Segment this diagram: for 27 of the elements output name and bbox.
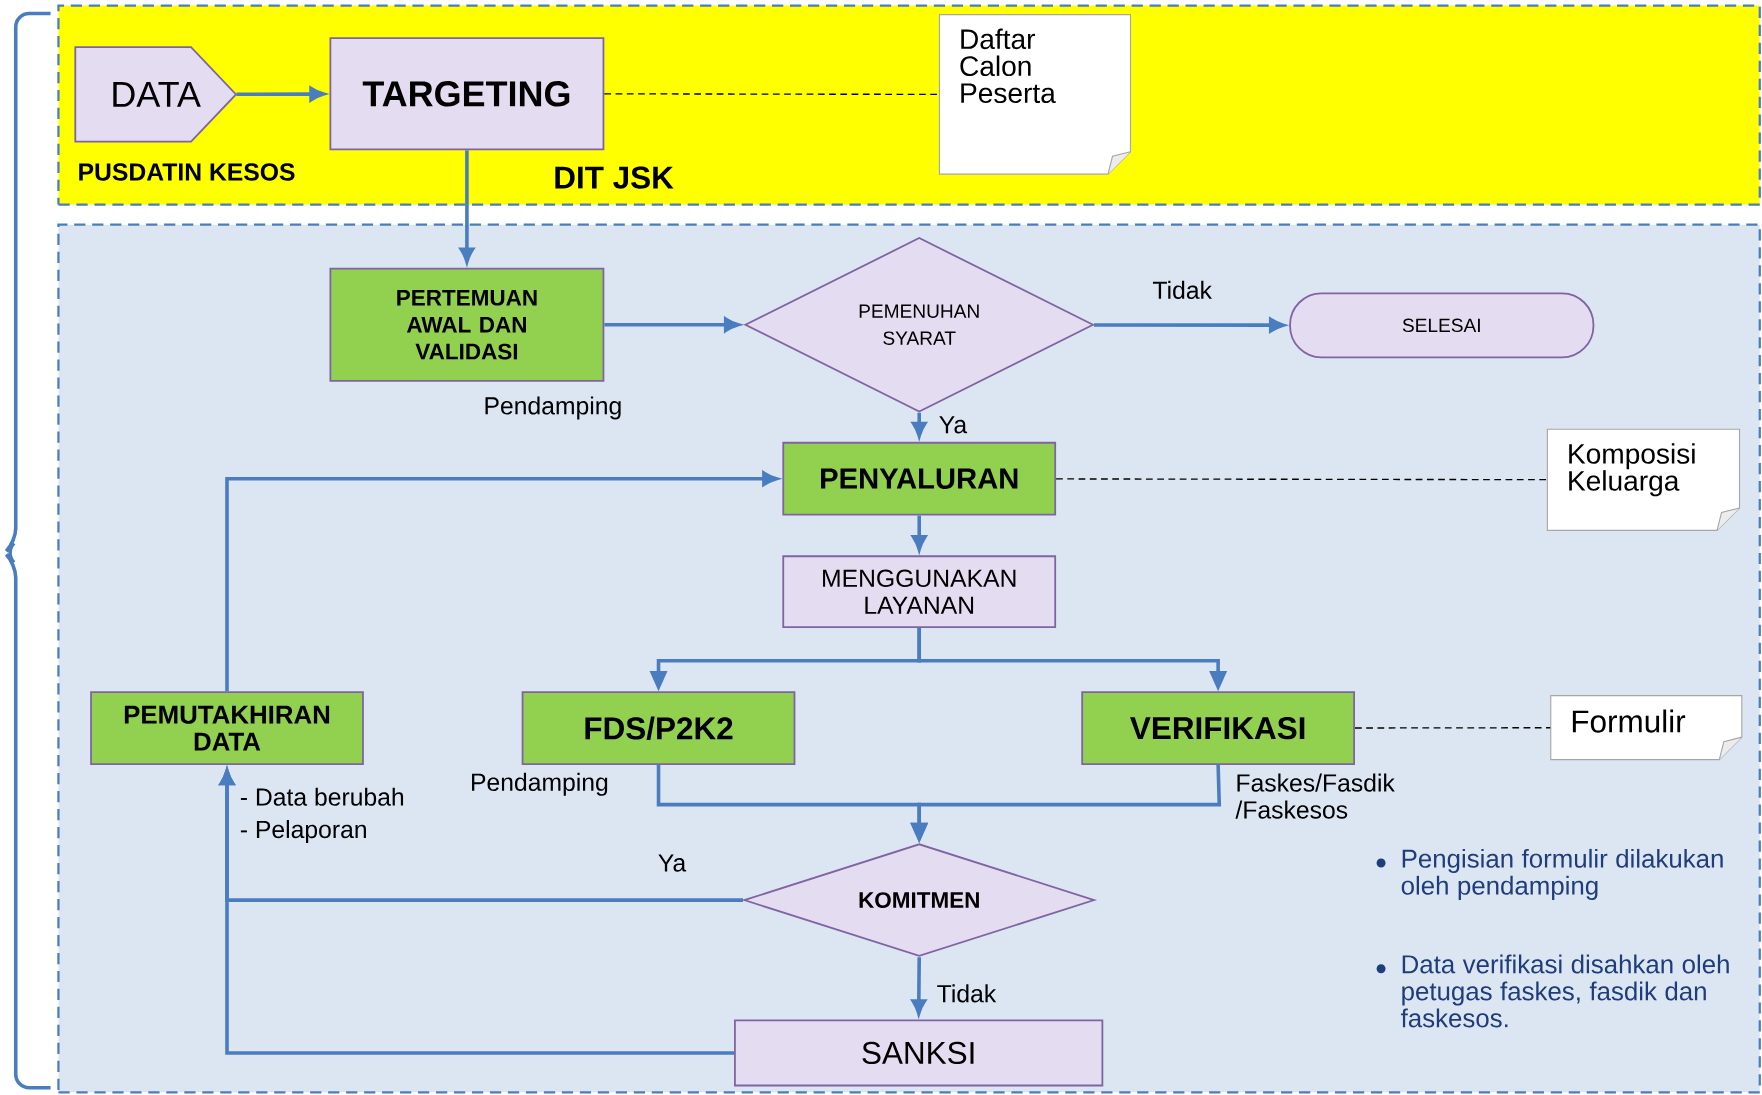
- node-caption: - Data berubah: [240, 787, 404, 807]
- edge-label: Tidak: [1152, 281, 1212, 300]
- node-caption: - Pelaporan: [240, 820, 366, 844]
- node-caption: Pendamping: [472, 773, 608, 797]
- node-caption: Faskes/Fasdik /Faskesos: [1235, 773, 1395, 819]
- process-box: SANKSI: [734, 1019, 1104, 1087]
- process-box: MENGGUNAKAN LAYANAN: [782, 555, 1057, 629]
- note-text: Pengisian formulir dilakukan oleh pendamping: [1401, 849, 1723, 901]
- edge-label: Tidak: [937, 984, 997, 1003]
- connector-line: [603, 93, 940, 96]
- edge-label: Ya: [939, 416, 968, 434]
- process-box: TARGETING: [329, 37, 605, 151]
- note-text: Data verifikasi disahkan oleh petugas faskes, fasdik dan faskesos.: [1401, 954, 1729, 1028]
- connector-line: [1354, 727, 1551, 729]
- process-box: FDS/P2K2: [521, 691, 796, 766]
- process-box: PEMUTAKHIRAN DATA: [90, 691, 364, 766]
- connector-line: [1055, 478, 1548, 481]
- edge-label: Ya: [658, 854, 687, 872]
- process-box: PERTEMUAN AWAL DAN VALIDASI: [329, 267, 605, 383]
- arrow: [910, 765, 1222, 844]
- process-box: VERIFIKASI: [1081, 691, 1355, 766]
- node-caption: Pendamping: [485, 396, 621, 420]
- process-box: PENYALURAN: [782, 442, 1057, 516]
- node-caption: DIT JSK: [555, 166, 674, 189]
- node-caption: PUSDATIN KESOS: [79, 163, 295, 181]
- arrow: [917, 628, 1228, 692]
- pentagon-arrow-box: DATA: [74, 46, 238, 143]
